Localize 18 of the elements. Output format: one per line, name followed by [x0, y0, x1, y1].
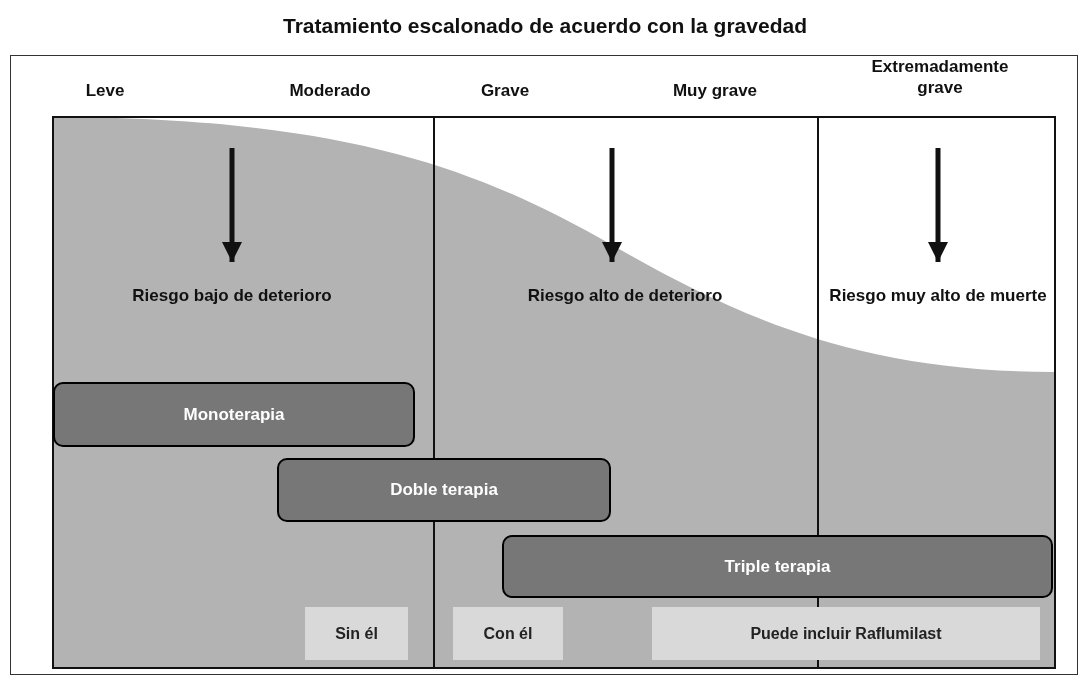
severity-heading: Muy grave — [671, 80, 759, 101]
severity-heading: Leve — [84, 80, 126, 101]
therapy-box: Monoterapia — [53, 382, 415, 447]
severity-heading: Grave — [479, 80, 531, 101]
note-box: Sin él — [305, 607, 408, 660]
note-box: Con él — [453, 607, 563, 660]
severity-heading: Moderado — [288, 80, 372, 101]
note-box: Puede incluir Raflumilast — [652, 607, 1040, 660]
arrow — [602, 148, 622, 262]
risk-label: Riesgo bajo de deterioro — [132, 262, 332, 342]
therapy-box: Doble terapia — [277, 458, 611, 522]
severity-heading: Extremadamente grave — [870, 56, 1010, 98]
therapy-box: Triple terapia — [502, 535, 1053, 598]
arrow — [928, 148, 948, 262]
risk-label: Riesgo muy alto de muerte — [828, 262, 1048, 342]
arrow — [222, 148, 242, 262]
risk-label: Riesgo alto de deterioro — [515, 262, 735, 342]
title: Tratamiento escalonado de acuerdo con la gravedad — [282, 13, 808, 39]
